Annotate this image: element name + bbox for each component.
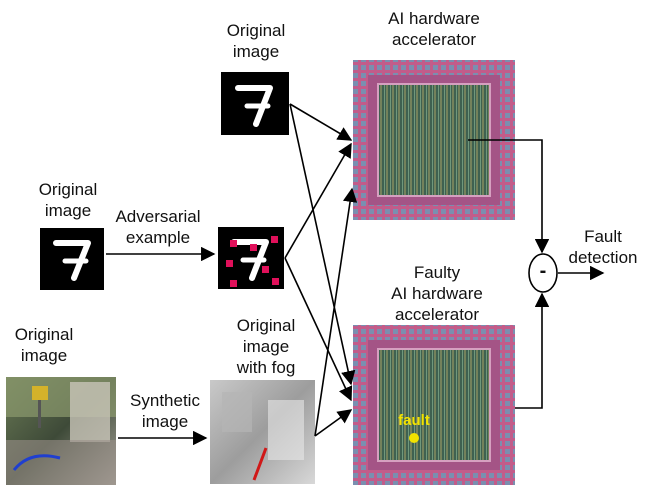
adversarial-example-label: Adversarial example <box>115 207 201 247</box>
synthetic-image-label: Synthetic image <box>130 391 200 431</box>
top-original-image-label: Original image <box>226 21 286 61</box>
top-digit-image <box>221 72 289 135</box>
original-image-with-fog-label: Original image with fog <box>236 316 296 377</box>
fault-marker-label: fault <box>398 412 430 429</box>
street-scene-image <box>6 377 116 485</box>
mid-original-image-label: Original image <box>38 180 98 220</box>
adversarial-digit-image <box>218 227 284 289</box>
subtractor-symbol: - <box>539 260 547 282</box>
foggy-scene-image <box>210 380 315 484</box>
faulty-ai-accelerator-chip <box>353 325 515 485</box>
faulty-ai-hardware-accelerator-label: Faulty AI hardware accelerator <box>391 263 483 324</box>
ai-hardware-accelerator-label: AI hardware accelerator <box>388 9 480 49</box>
fault-dot <box>409 433 419 443</box>
bottom-original-image-label: Original image <box>14 325 74 365</box>
subtractor-node <box>528 253 558 293</box>
mid-digit-image <box>40 228 104 290</box>
fault-detection-label: Fault detection <box>568 227 638 267</box>
